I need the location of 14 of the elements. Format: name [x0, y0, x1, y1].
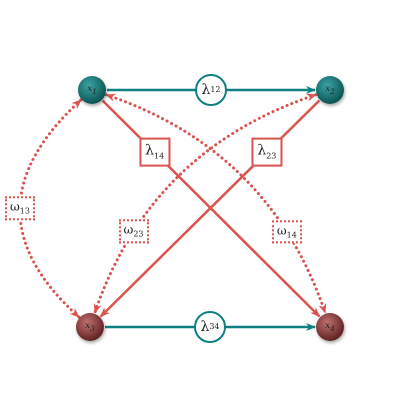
sphere-node: [76, 313, 104, 341]
sphere-node: [316, 313, 344, 341]
node-label: x$_{3}$: [85, 322, 95, 332]
node-label: x$_{2}$: [325, 84, 335, 96]
edge-label: ω$_{13}$: [4, 196, 35, 220]
edge-label: ω$_{23}$: [118, 220, 149, 244]
edge-label: λ$_{14}$: [139, 138, 170, 167]
edge-label: λ$_{23}$: [251, 138, 282, 167]
sphere-node: [78, 76, 106, 104]
edge-label: ω$_{14}$: [272, 220, 302, 244]
sphere-node: [316, 76, 344, 104]
node-label: x$_{1}$: [87, 84, 97, 96]
dotted-arrow: [18, 98, 82, 318]
node-label: x$_{4}$: [325, 322, 335, 332]
